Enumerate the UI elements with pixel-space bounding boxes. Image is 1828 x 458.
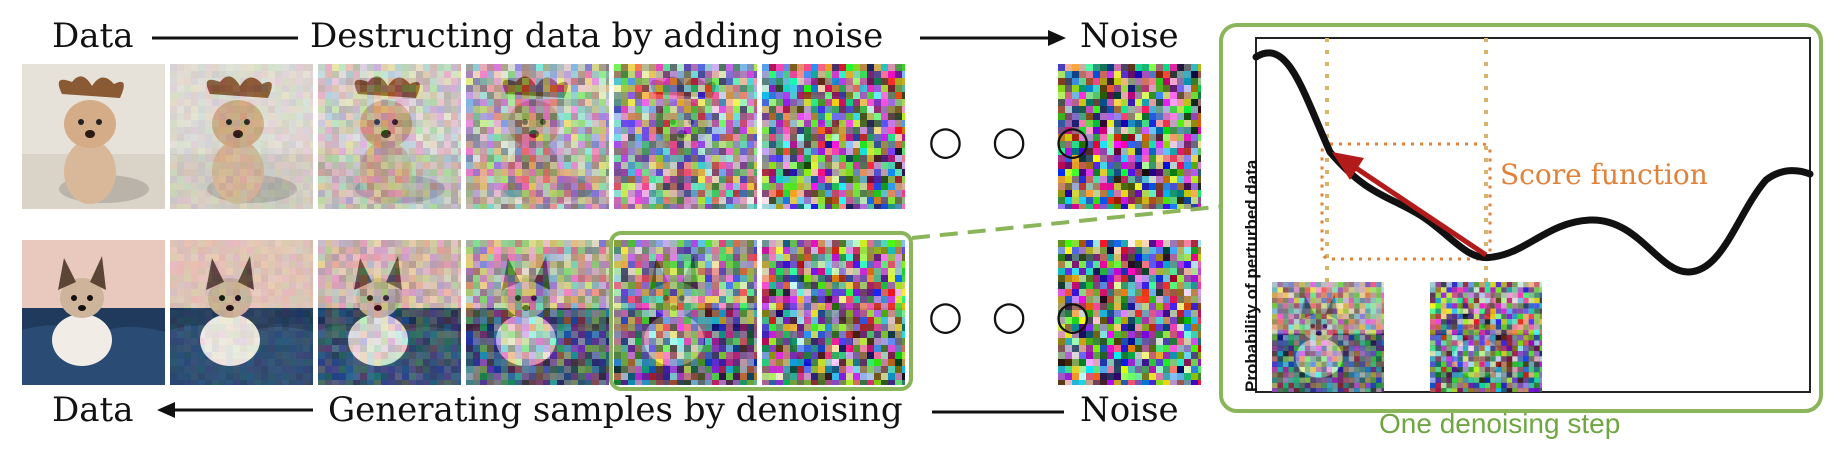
- selected-step-highlight: [609, 231, 913, 391]
- top-noise-label: Noise: [1080, 16, 1179, 56]
- bottom-image-4: [614, 240, 757, 385]
- bottom-image-3: [466, 240, 609, 385]
- bottom-middle-label: Generating samples by denoising: [328, 390, 903, 430]
- top-arrow-right: [920, 30, 1066, 46]
- bottom-image-0: [22, 240, 165, 385]
- top-image-3: [466, 64, 609, 209]
- top-image-5: [762, 64, 905, 209]
- inset-thumbnail-more-noisy: [1430, 282, 1542, 392]
- zoom-connector: [911, 204, 1227, 240]
- bottom-line-right: [932, 410, 1064, 414]
- top-image-0: [22, 64, 165, 209]
- density-curve: [1252, 49, 1814, 276]
- top-ellipsis: ○ ○ ○: [928, 118, 1099, 164]
- bottom-ellipsis: ○ ○ ○: [928, 293, 1099, 339]
- inset-caption: One denoising step: [1379, 408, 1621, 439]
- bottom-noise-label: Noise: [1080, 390, 1179, 430]
- bottom-data-label: Data: [52, 390, 134, 430]
- score-arrowhead: [1332, 152, 1364, 180]
- bottom-image-1: [170, 240, 313, 385]
- top-image-6: [1058, 64, 1201, 209]
- top-data-label: Data: [52, 16, 134, 56]
- score-box: [1320, 142, 1492, 261]
- score-function-label: Score function: [1500, 158, 1708, 191]
- top-image-2: [318, 64, 461, 209]
- bottom-image-2: [318, 240, 461, 385]
- bottom-arrow-left: [157, 402, 313, 418]
- inset-thumbnail-less-noisy: [1272, 282, 1384, 392]
- y-axis-label: Probability of perturbed data: [1242, 159, 1261, 392]
- score-arrow: [1354, 165, 1488, 258]
- top-line-left: [152, 36, 298, 40]
- top-image-4: [614, 64, 757, 209]
- top-image-1: [170, 64, 313, 209]
- bottom-image-5: [762, 240, 905, 385]
- plot-frame: [1255, 37, 1811, 393]
- top-middle-label: Destructing data by adding noise: [310, 16, 884, 56]
- bottom-image-6: [1058, 240, 1201, 385]
